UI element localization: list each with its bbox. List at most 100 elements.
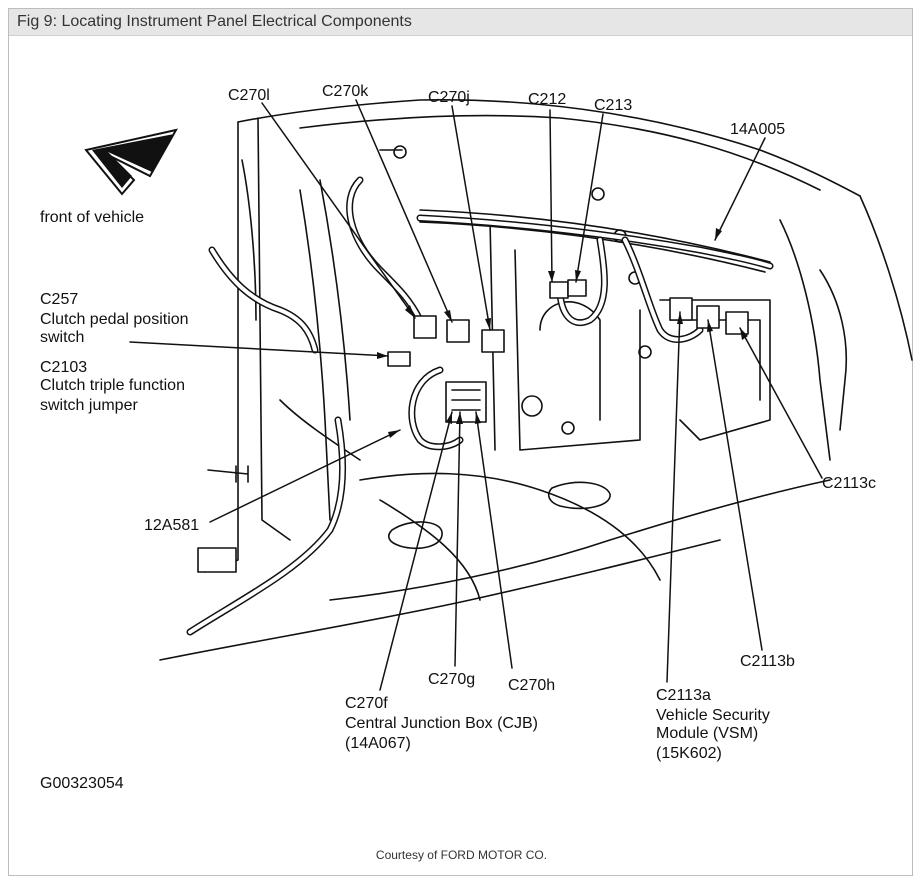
floor-edge bbox=[159, 539, 721, 661]
label-12a581: 12A581 bbox=[144, 517, 200, 534]
harness-12a581-inner bbox=[188, 418, 345, 634]
label-c270h: C270h bbox=[508, 677, 556, 694]
leader-c270k bbox=[355, 99, 453, 323]
harness-12a581 bbox=[186, 416, 346, 636]
connector-c270l bbox=[413, 315, 437, 339]
leader-c2113a bbox=[666, 311, 681, 683]
vsm-bracket bbox=[659, 299, 771, 441]
floor-oval-2 bbox=[387, 521, 443, 550]
bolt-4 bbox=[638, 345, 652, 359]
leader-c270h bbox=[475, 411, 513, 669]
harness-left-inner bbox=[210, 248, 317, 352]
label-c270k: C270k bbox=[322, 83, 369, 100]
arrowhead-c2113b bbox=[707, 320, 713, 332]
leader-c270g bbox=[454, 411, 461, 667]
floor-oval bbox=[547, 481, 611, 510]
leader-c212 bbox=[549, 109, 553, 283]
harness-main-inner bbox=[418, 216, 772, 268]
dash-right-edge bbox=[859, 195, 913, 361]
connector-c2113c bbox=[725, 311, 749, 335]
label-c270f: C270f bbox=[345, 695, 388, 712]
arrowhead-c213 bbox=[575, 270, 581, 282]
title-bar bbox=[9, 9, 912, 36]
label-c2103-desc-2: switch jumper bbox=[40, 397, 138, 414]
dash-crossbar bbox=[419, 209, 771, 263]
dash-right-lower bbox=[779, 219, 831, 461]
label-c213: C213 bbox=[594, 97, 633, 114]
cjb-body bbox=[445, 381, 487, 423]
dash-top-edge-inner bbox=[299, 114, 821, 191]
front-of-vehicle-label: front of vehicle bbox=[40, 209, 145, 226]
connector-c2103 bbox=[387, 351, 411, 367]
brace-diagonal bbox=[279, 399, 361, 461]
harness-vsm-inner bbox=[623, 238, 702, 342]
label-c2113c: C2113c bbox=[822, 475, 876, 492]
label-14a005: 14A005 bbox=[730, 121, 786, 138]
arrowhead-c270f bbox=[446, 412, 452, 424]
connector-c213 bbox=[567, 279, 587, 297]
cjb-detail bbox=[451, 389, 481, 411]
leader-c257 bbox=[129, 341, 389, 357]
dash-crossbar-2 bbox=[419, 221, 766, 273]
label-c257-desc-2: switch bbox=[40, 329, 85, 346]
arrowhead-c270j bbox=[485, 318, 491, 330]
center-panel bbox=[514, 249, 641, 451]
support-bracket bbox=[299, 189, 331, 521]
label-c2103-desc-1: Clutch triple function bbox=[40, 377, 185, 394]
harness-left bbox=[208, 246, 319, 354]
harness-cjb-inner bbox=[409, 368, 462, 449]
label-c270l: C270l bbox=[228, 87, 270, 104]
bolt-2 bbox=[561, 421, 575, 435]
screw-left bbox=[207, 465, 249, 483]
connector-c270j bbox=[481, 329, 505, 353]
figure-code: G00323054 bbox=[40, 775, 124, 792]
support-bracket-2 bbox=[319, 179, 351, 421]
arrowhead-c270k bbox=[444, 310, 452, 322]
leader-c270l bbox=[261, 102, 416, 319]
arrowhead-14a005 bbox=[715, 228, 722, 240]
label-c270j: C270j bbox=[428, 89, 470, 106]
label-cjb-1: Central Junction Box (CJB) bbox=[345, 715, 538, 732]
arrowhead-c270h bbox=[475, 412, 481, 424]
arrowhead-c257 bbox=[377, 352, 388, 359]
label-c212: C212 bbox=[528, 91, 567, 108]
label-c2113a: C2113a bbox=[656, 687, 711, 704]
leader-c2113b bbox=[707, 319, 763, 651]
left-pillar-inner bbox=[257, 117, 291, 541]
leader-c2113c bbox=[739, 327, 823, 479]
dash-right-curve bbox=[819, 269, 848, 431]
label-vsm-3: (15K602) bbox=[656, 745, 722, 762]
figure-title: Fig 9: Locating Instrument Panel Electri… bbox=[17, 13, 412, 30]
leader-12a581 bbox=[209, 429, 401, 523]
leader-c213 bbox=[575, 113, 604, 283]
label-c270g: C270g bbox=[428, 671, 476, 688]
label-c2113b: C2113b bbox=[740, 653, 795, 670]
credit-line: Courtesy of FORD MOTOR CO. bbox=[375, 848, 548, 862]
label-vsm-1: Vehicle Security bbox=[656, 707, 770, 724]
left-block bbox=[197, 547, 237, 573]
arrowhead-c2113c bbox=[740, 328, 748, 340]
label-c2103: C2103 bbox=[40, 359, 88, 376]
leader-c270j bbox=[451, 105, 491, 331]
leader-14a005 bbox=[714, 137, 766, 241]
connector-c212 bbox=[549, 281, 569, 299]
label-vsm-2: Module (VSM) bbox=[656, 725, 759, 742]
floor-tunnel bbox=[359, 472, 661, 581]
label-c257: C257 bbox=[40, 291, 79, 308]
floor-edge-2 bbox=[329, 479, 831, 601]
dash-top-edge bbox=[237, 99, 861, 197]
center-panel-arc bbox=[539, 301, 601, 421]
harness-c212-inner bbox=[558, 238, 607, 325]
arrowhead-c270l bbox=[405, 305, 415, 318]
arrowhead-c270g bbox=[456, 412, 463, 424]
arrowhead-12a581 bbox=[388, 430, 400, 438]
label-c257-desc-1: Clutch pedal position bbox=[40, 311, 189, 328]
bolt-6 bbox=[393, 145, 407, 159]
front-of-vehicle-arrow-icon bbox=[84, 128, 178, 196]
bolt-1 bbox=[521, 395, 543, 417]
connector-c270k bbox=[446, 319, 470, 343]
leader-c270f bbox=[379, 411, 453, 691]
arrowhead-c212 bbox=[548, 271, 555, 282]
arrowhead-c2113a bbox=[677, 312, 683, 324]
